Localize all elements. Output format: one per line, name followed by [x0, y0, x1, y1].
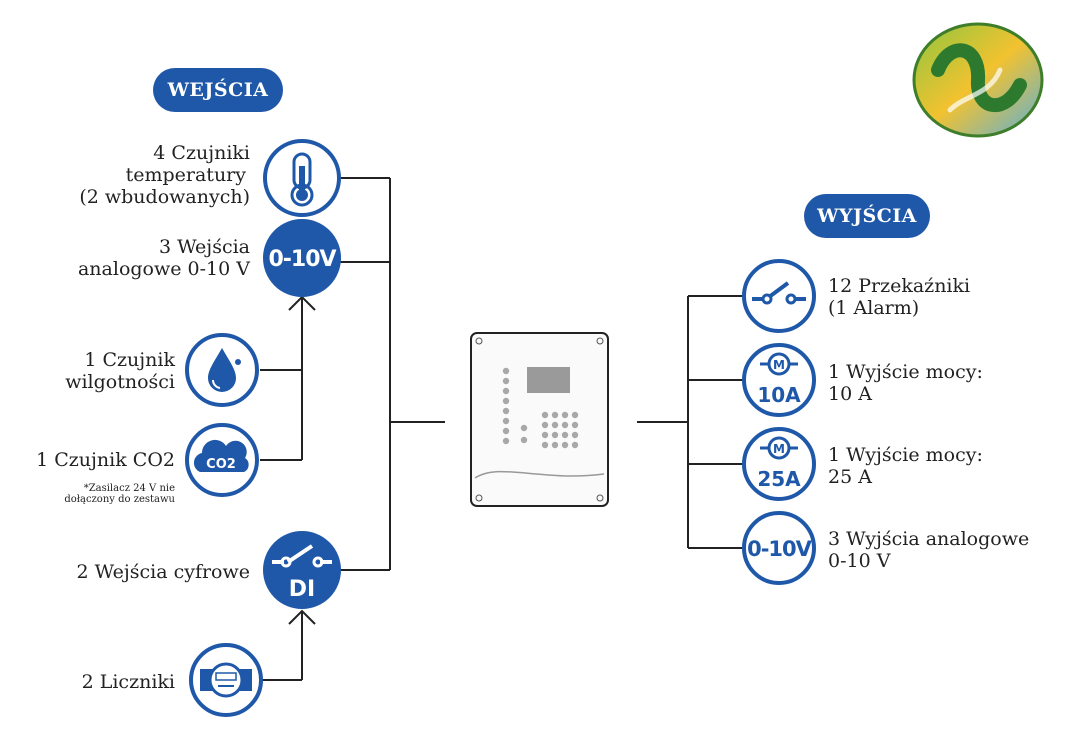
co2-icon: CO2 — [185, 423, 259, 497]
switch-icon — [742, 259, 816, 333]
output-wiring — [637, 295, 742, 549]
svg-text:M: M — [773, 442, 785, 456]
analog-input-icon: 0-10V — [263, 219, 341, 297]
controller-unit — [470, 332, 609, 507]
outputs-heading: WYJŚCIA — [804, 194, 930, 238]
analog-in-label: 3 Wejścia analogowe 0-10 V — [77, 236, 250, 280]
humidity-label: 1 Czujnik wilgotności — [65, 349, 175, 393]
power25-label: 1 Wyjście mocy: 25 A — [828, 444, 983, 488]
inputs-heading: WEJŚCIA — [153, 68, 283, 112]
svg-text:0-10V: 0-10V — [747, 537, 813, 561]
analog-out-label: 3 Wyjścia analogowe 0-10 V — [828, 528, 1030, 572]
svg-text:10A: 10A — [757, 383, 801, 407]
digital-in-label: 2 Wejścia cyfrowe — [76, 561, 250, 583]
co2-label: 1 Czujnik CO2 — [36, 449, 175, 471]
input-wiring — [260, 177, 445, 681]
temperature-label: 4 Czujniki temperatury (2 wbudowanych) — [79, 142, 250, 208]
svg-text:DI: DI — [289, 577, 315, 602]
relays-label: 12 Przekaźniki (1 Alarm) — [828, 275, 971, 319]
meter-icon — [189, 643, 263, 717]
digital-input-icon: DI — [263, 531, 341, 609]
power10-label: 1 Wyjście mocy: 10 A — [828, 361, 983, 405]
thermometer-icon — [263, 139, 341, 217]
counters-label: 2 Liczniki — [81, 671, 175, 693]
water-drop-icon — [185, 333, 259, 407]
power-output-10a-icon: M 10A — [742, 343, 816, 417]
svg-text:CO2: CO2 — [206, 457, 236, 472]
svg-text:25A: 25A — [757, 467, 801, 491]
co2-power-note: *Zasilacz 24 V nie dołączony do zestawu — [64, 483, 175, 505]
brand-logo — [912, 22, 1044, 138]
power-output-25a-icon: M 25A — [742, 427, 816, 501]
analog-output-icon: 0-10V — [742, 511, 816, 585]
svg-text:M: M — [773, 358, 785, 372]
svg-text:0-10V: 0-10V — [268, 247, 336, 272]
